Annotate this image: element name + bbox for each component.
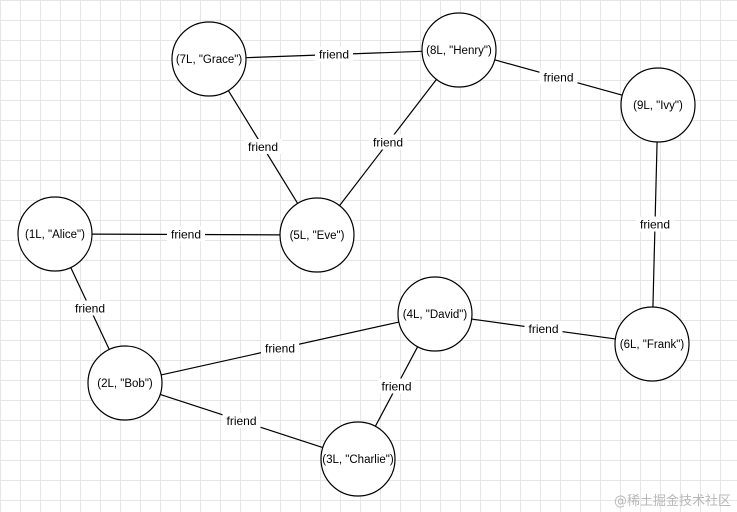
node-label: (7L, "Grace") bbox=[176, 54, 242, 66]
node-label: (3L, "Charlie") bbox=[322, 454, 394, 466]
edge-label-background bbox=[539, 69, 578, 85]
node-n3[interactable]: (3L, "Charlie") bbox=[320, 421, 396, 497]
edge-label: friend bbox=[528, 322, 558, 336]
node-circle[interactable] bbox=[171, 21, 247, 97]
node-n2[interactable]: (2L, "Bob") bbox=[87, 345, 163, 421]
edge-label: friend bbox=[248, 140, 278, 154]
edge-n4-n6: friend bbox=[471, 318, 616, 340]
edge-n8-n9: friend bbox=[494, 59, 623, 96]
edge-label-background bbox=[167, 226, 205, 242]
node-circle[interactable] bbox=[421, 12, 497, 88]
node-n7[interactable]: (7L, "Grace") bbox=[171, 21, 247, 97]
node-label: (1L, "Alice") bbox=[25, 229, 85, 241]
node-label: (2L, "Bob") bbox=[97, 378, 153, 390]
node-circle[interactable] bbox=[87, 345, 163, 421]
edge-n9-n6: friend bbox=[636, 141, 674, 308]
node-label: (4L, "David") bbox=[403, 309, 468, 321]
edge-n8-n5: friend bbox=[339, 78, 437, 207]
node-n8[interactable]: (8L, "Henry") bbox=[421, 12, 497, 88]
node-circle[interactable] bbox=[614, 306, 690, 382]
edge-n7-n8: friend bbox=[245, 46, 423, 62]
edge-label-background bbox=[71, 300, 109, 316]
node-n1[interactable]: (1L, "Alice") bbox=[17, 196, 93, 272]
edge-label: friend bbox=[75, 302, 105, 316]
node-label: (8L, "Henry") bbox=[426, 45, 492, 57]
edge-label-background bbox=[261, 340, 299, 356]
node-circle[interactable] bbox=[397, 276, 473, 352]
edge-label: friend bbox=[640, 218, 670, 232]
edge-label: friend bbox=[373, 136, 403, 150]
edge-label: friend bbox=[319, 48, 349, 62]
node-circle[interactable] bbox=[279, 197, 355, 273]
edge-label: friend bbox=[265, 342, 295, 356]
edge-label-background bbox=[315, 46, 353, 62]
edge-n4-n3: friend bbox=[374, 346, 419, 427]
edge-label: friend bbox=[381, 380, 411, 394]
edge-label-background bbox=[636, 216, 674, 232]
node-label: (9L, "Ivy") bbox=[633, 100, 683, 112]
watermark: @稀土掘金技术社区 bbox=[613, 494, 731, 509]
node-n4[interactable]: (4L, "David") bbox=[397, 276, 473, 352]
edge-label-background bbox=[222, 413, 261, 428]
edge-label-background bbox=[369, 134, 407, 150]
edge-label: friend bbox=[543, 71, 573, 85]
edge-n1-n5: friend bbox=[91, 226, 281, 242]
edge-n2-n3: friend bbox=[159, 393, 324, 449]
edge-label: friend bbox=[171, 228, 201, 242]
node-label: (6L, "Frank") bbox=[620, 339, 685, 351]
edge-label-background bbox=[524, 321, 563, 336]
node-circle[interactable] bbox=[17, 196, 93, 272]
edge-n7-n5: friend bbox=[227, 90, 299, 204]
node-label: (5L, "Eve") bbox=[290, 230, 345, 242]
node-n9[interactable]: (9L, "Ivy") bbox=[620, 67, 696, 143]
node-n5[interactable]: (5L, "Eve") bbox=[279, 197, 355, 273]
edge-label: friend bbox=[226, 414, 256, 428]
node-circle[interactable] bbox=[620, 67, 696, 143]
node-circle[interactable] bbox=[320, 421, 396, 497]
edge-n1-n2: friend bbox=[70, 267, 110, 350]
edge-n2-n4: friend bbox=[160, 321, 400, 376]
edge-label-background bbox=[377, 378, 416, 394]
edge-label-background bbox=[244, 139, 282, 154]
node-n6[interactable]: (6L, "Frank") bbox=[614, 306, 690, 382]
